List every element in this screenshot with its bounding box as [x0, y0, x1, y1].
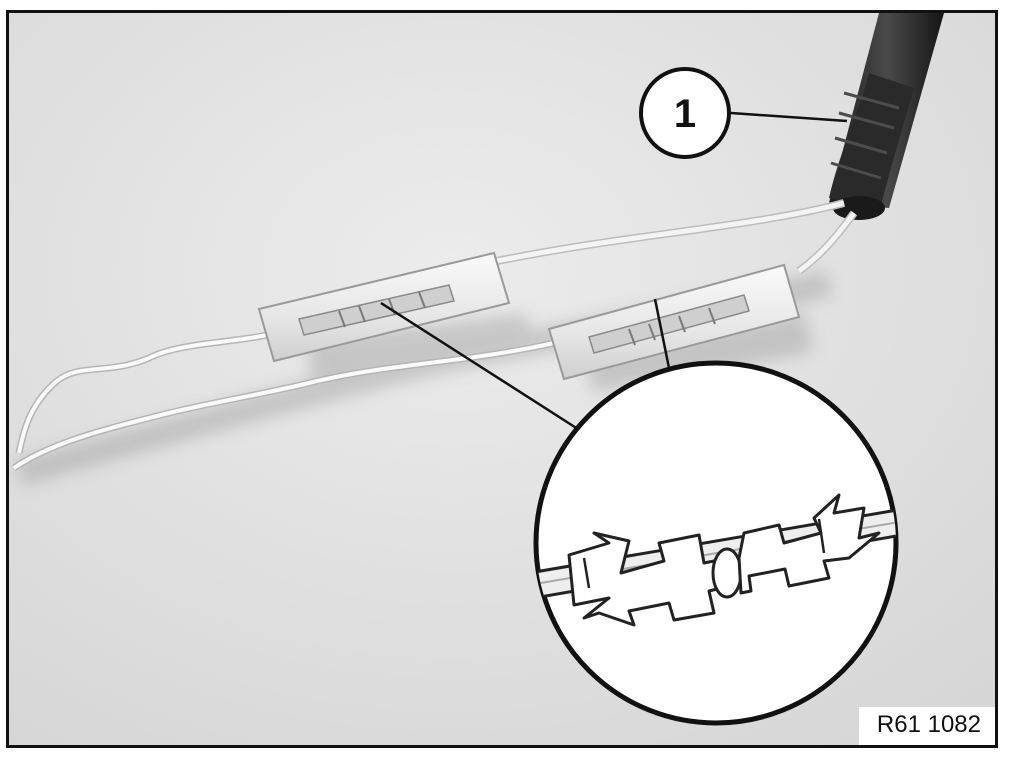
loose-wires — [11, 331, 555, 471]
figure-frame: 1 R61 1082 — [6, 10, 998, 748]
leader-line-right — [653, 298, 671, 369]
wire-right — [797, 211, 856, 274]
wiring-repair-illustration: 1 — [9, 13, 995, 745]
leader-line-left — [380, 301, 582, 433]
figure-reference-code: R61 1082 — [858, 707, 995, 745]
crimp-connector-detail — [536, 493, 896, 627]
butt-connector-right — [547, 263, 801, 381]
magnifier-detail — [533, 360, 899, 726]
butt-connector-left — [257, 251, 511, 363]
cable-bundle — [829, 13, 944, 220]
callout-leader-line — [730, 111, 848, 123]
callout-number: 1 — [674, 92, 696, 136]
callout-circle — [639, 67, 731, 159]
insulation-tape — [829, 73, 914, 213]
